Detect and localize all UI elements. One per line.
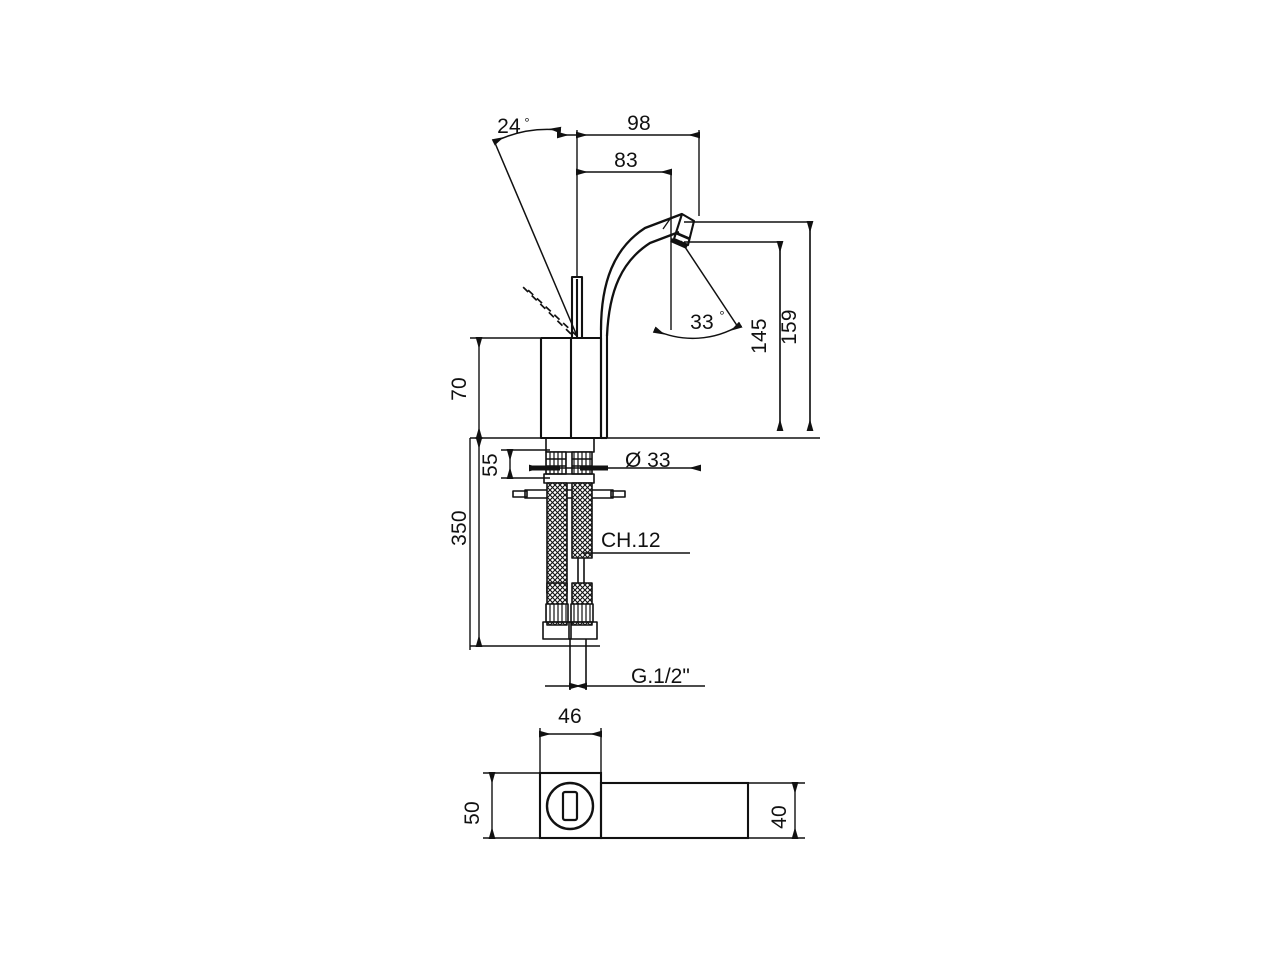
dimension-24-degrees	[491, 126, 578, 337]
dimension-label-350: 350	[448, 510, 471, 546]
dimension-label-g-half-inch: G.1/2"	[631, 665, 690, 688]
dimension-label-ch12: CH.12	[601, 529, 661, 552]
dimension-label-diameter-33: Ø 33	[625, 449, 671, 472]
dimension-label-70: 70	[448, 377, 471, 401]
dimension-label-46: 46	[558, 705, 582, 728]
plan-view-dimension-lines	[483, 728, 805, 839]
dimension-label-83: 83	[614, 149, 638, 172]
extension-lines	[469, 130, 811, 650]
mounting-shank-assembly	[543, 437, 595, 484]
elevation-dimension-lines	[469, 126, 814, 690]
dimension-label-50: 50	[461, 801, 484, 825]
flexible-hose-lower	[542, 582, 598, 690]
dimension-label-24: 24	[497, 115, 521, 138]
dimension-label-145: 145	[748, 318, 771, 354]
dimension-label-40: 40	[768, 805, 791, 829]
dimension-label-33-degree-symbol: °	[719, 308, 724, 323]
faucet-body-outline	[539, 336, 603, 440]
plan-view-geometry	[538, 771, 750, 840]
spout-curved-arm	[599, 212, 683, 337]
dimension-label-55: 55	[479, 453, 502, 477]
dimension-33-degrees	[652, 240, 743, 340]
spout-riser-column	[599, 330, 609, 440]
dimension-text-labels: 24 ° 98 83 33 ° 145 159 70 55 350 Ø 33 C…	[448, 112, 801, 829]
lever-handle-ghost-dashed	[522, 286, 578, 337]
flexible-hose-upper	[546, 482, 593, 594]
dimension-label-159: 159	[778, 309, 801, 345]
dimension-label-24-degree-symbol: °	[524, 115, 529, 130]
dimension-label-33: 33	[690, 311, 714, 334]
dimension-label-98: 98	[627, 112, 651, 135]
stabilizer-plate	[512, 489, 626, 499]
